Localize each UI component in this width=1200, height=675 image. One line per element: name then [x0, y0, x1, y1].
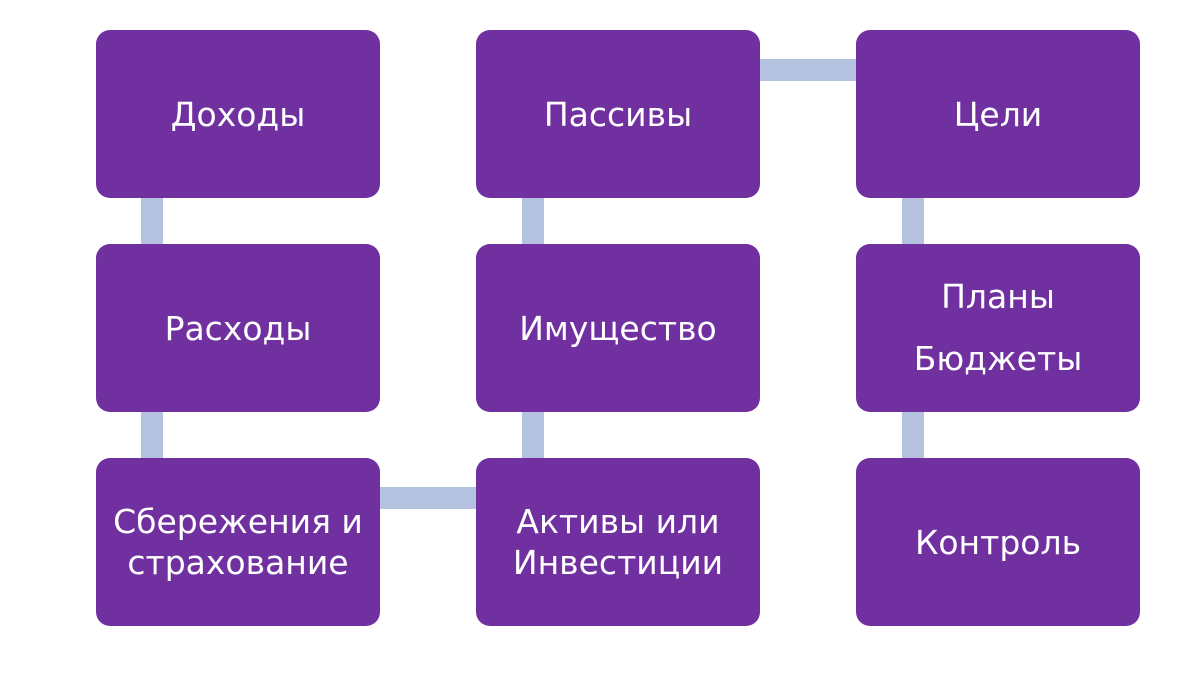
node-goals-label: Цели [953, 94, 1043, 134]
node-plans-budgets-label: Планы Бюджеты [913, 277, 1083, 378]
node-income: Доходы [96, 30, 380, 198]
node-control: Контроль [856, 458, 1140, 626]
node-liabilities-label: Пассивы [543, 94, 693, 134]
node-expenses: Расходы [96, 244, 380, 412]
node-savings-insurance-label: Сбережения и страхование [113, 502, 363, 582]
connector-liabilities-goals [760, 59, 856, 81]
connector-plans-control [902, 412, 924, 458]
node-property: Имущество [476, 244, 760, 412]
connector-goals-plans [902, 198, 924, 244]
node-property-label: Имущество [519, 308, 717, 348]
connector-assets-property [522, 412, 544, 458]
connector-property-liabilities [522, 198, 544, 244]
node-income-label: Доходы [170, 94, 306, 134]
node-control-label: Контроль [914, 522, 1082, 562]
connector-income-expenses [141, 198, 163, 244]
node-savings-insurance: Сбережения и страхование [96, 458, 380, 626]
node-plans-budgets: Планы Бюджеты [856, 244, 1140, 412]
node-liabilities: Пассивы [476, 30, 760, 198]
node-goals: Цели [856, 30, 1140, 198]
node-assets-investments-label: Активы или Инвестиции [512, 502, 724, 582]
connector-expenses-savings [141, 412, 163, 458]
node-expenses-label: Расходы [164, 308, 312, 348]
node-assets-investments: Активы или Инвестиции [476, 458, 760, 626]
connector-savings-assets [380, 487, 476, 509]
